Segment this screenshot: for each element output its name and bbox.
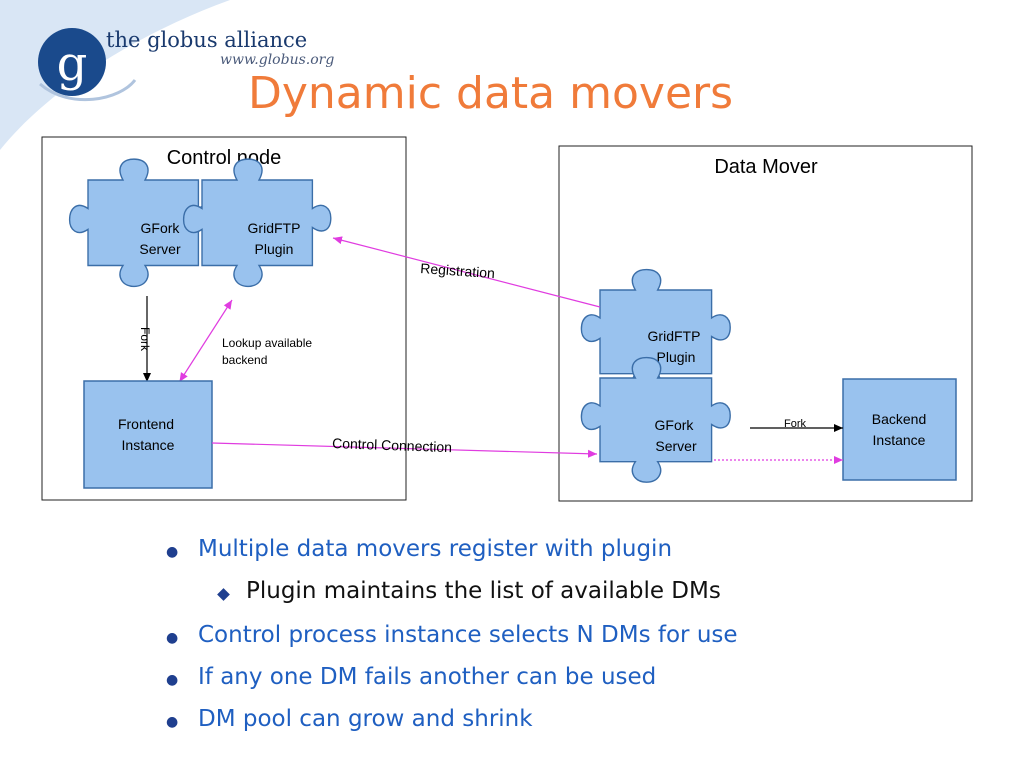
control-fork-label: Fork [138,327,152,352]
page-title: Dynamic data movers [248,68,734,119]
logo-brand: the globus alliance [106,28,308,52]
bullet-dot: ● [166,672,179,688]
lookup-label-line2: backend [222,353,267,367]
control-connection-label: Control Connection [332,435,452,455]
logo-swoosh [0,0,230,150]
data-mover-label: Data Mover [714,156,818,178]
lookup-arrow [179,299,233,382]
control-node-label: Control node [167,147,282,169]
bullet-dot: ● [166,544,179,560]
control-gridftp-line2: Plugin [255,241,294,257]
dm-gridftp-line2: Plugin [657,349,696,365]
frontend-line2: Instance [122,437,175,453]
logo-orbit [39,79,137,102]
control-gfork-line2: Server [139,241,181,257]
logo-url: www.globus.org [220,52,335,68]
dm-gfork-line1: GFork [655,417,695,433]
control-gfork-line1: GFork [141,220,181,236]
control-gridftp-line1: GridFTP [248,220,301,236]
bullet-item: Multiple data movers register with plugi… [198,536,673,562]
control-connection-arrow [211,442,598,458]
bullet-item: DM pool can grow and shrink [198,706,533,732]
bullet-item: Control process instance selects N DMs f… [198,622,738,648]
logo-letter: g [57,36,88,92]
backend-line2: Instance [873,432,926,448]
registration-label: Registration [420,260,496,281]
bullet-item: If any one DM fails another can be used [198,664,657,690]
registration-arrow [332,236,601,308]
backend-line1: Backend [872,411,926,427]
lookup-label-line1: Lookup available [222,336,312,350]
sub-bullet-item: Plugin maintains the list of available D… [246,578,721,604]
backend-instance-box [842,378,957,481]
logo-globe-icon [38,28,106,96]
dm-fork-label: Fork [784,418,807,430]
frontend-instance-box [83,380,213,489]
frontend-line1: Frontend [118,416,174,432]
bullet-dot: ● [166,714,179,730]
dm-gfork-line2: Server [655,438,697,454]
dm-gridftp-line1: GridFTP [648,328,701,344]
bullet-dot: ● [166,630,179,646]
